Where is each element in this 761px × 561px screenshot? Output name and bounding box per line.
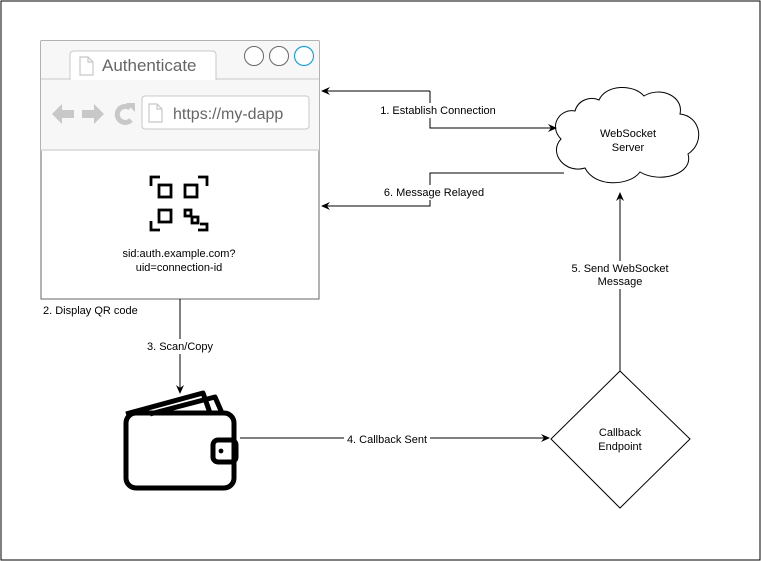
- qr-text-line2: uid=connection-id: [136, 262, 223, 274]
- callback-label-line1: Callback: [599, 427, 642, 439]
- url-text: https://my-dapp: [173, 106, 283, 123]
- browser-tab[interactable]: [69, 50, 217, 80]
- label-send-websocket-line1: 5. Send WebSocket: [571, 263, 668, 275]
- url-page-icon: [148, 103, 163, 123]
- back-arrow-icon[interactable]: [52, 104, 74, 124]
- window-button-1[interactable]: [244, 46, 264, 66]
- qr-code-icon: [149, 175, 209, 232]
- server-label-line2: Server: [612, 142, 645, 154]
- url-bar[interactable]: [141, 95, 310, 130]
- refresh-icon[interactable]: [114, 103, 135, 125]
- callback-endpoint-node: Callback Endpoint: [550, 370, 691, 509]
- label-message-relayed: 6. Message Relayed: [384, 187, 484, 199]
- label-callback-sent: 4. Callback Sent: [347, 434, 427, 446]
- wallet-icon: [123, 390, 239, 491]
- label-display-qr-code: 2. Display QR code: [43, 305, 138, 317]
- label-establish-connection: 1. Establish Connection: [380, 105, 496, 117]
- tab-title: Authenticate: [102, 56, 197, 75]
- websocket-server-node: WebSocket Server: [555, 87, 700, 184]
- browser-window: Authenticate https://my-dapp: [40, 40, 320, 300]
- server-label-line1: WebSocket: [600, 128, 656, 140]
- qr-text-line1: sid:auth.example.com?: [122, 248, 235, 260]
- label-scan-copy: 3. Scan/Copy: [147, 341, 214, 353]
- forward-arrow-icon[interactable]: [82, 104, 104, 124]
- page-icon: [79, 56, 94, 76]
- label-send-websocket-line2: Message: [598, 276, 643, 288]
- window-button-3[interactable]: [293, 45, 315, 67]
- window-button-2[interactable]: [269, 46, 289, 66]
- callback-label-line2: Endpoint: [598, 441, 641, 453]
